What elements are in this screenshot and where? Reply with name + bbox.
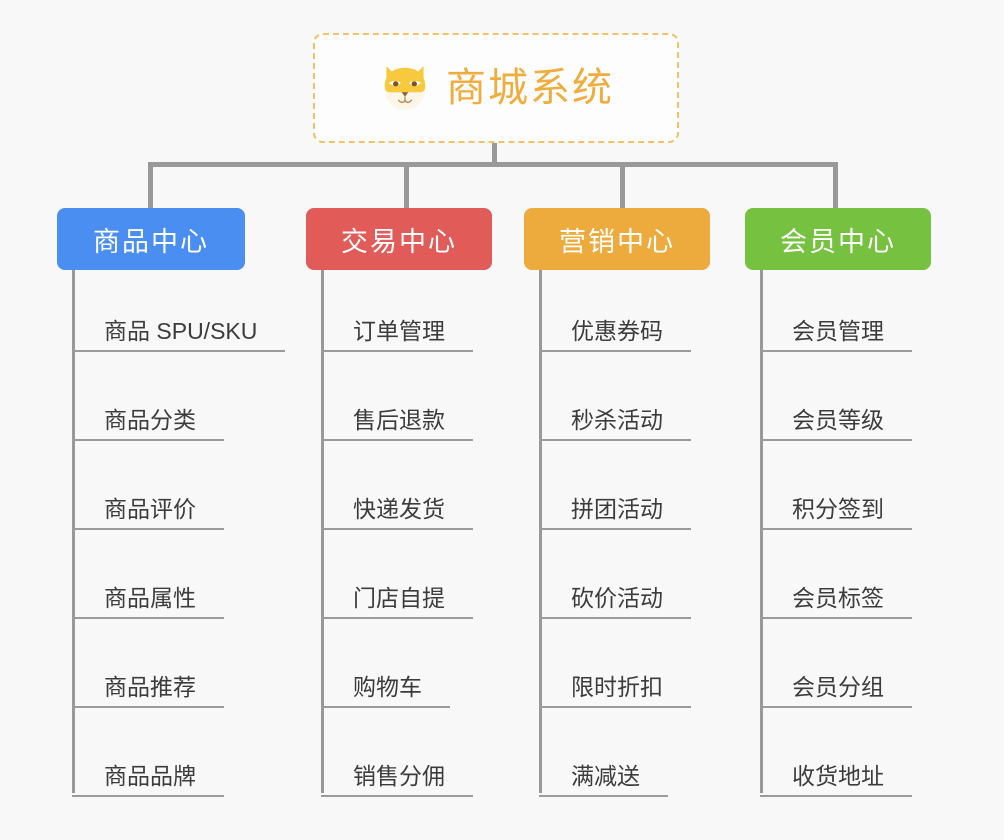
- branch-spine: [539, 270, 542, 793]
- branch-product-center: 商品中心 商品 SPU/SKU 商品分类 商品评价 商品属性 商品推荐 商品品牌: [57, 208, 357, 804]
- branch-child-label: 收货地址: [760, 764, 912, 797]
- branch-child[interactable]: 商品 SPU/SKU: [72, 270, 357, 359]
- root-node[interactable]: 商城系统: [313, 33, 679, 143]
- branch-child[interactable]: 满减送: [539, 715, 784, 804]
- branch-child-label: 商品 SPU/SKU: [72, 319, 286, 352]
- branch-child-label: 商品推荐: [72, 675, 224, 708]
- branch-header-trade-center[interactable]: 交易中心: [306, 208, 492, 270]
- branch-child[interactable]: 商品属性: [72, 537, 357, 626]
- branch-header-label: 商品中心: [93, 226, 209, 257]
- branch-body-product-center: 商品 SPU/SKU 商品分类 商品评价 商品属性 商品推荐 商品品牌: [72, 270, 357, 804]
- connector-drop-3: [620, 162, 625, 208]
- branch-child[interactable]: 限时折扣: [539, 626, 784, 715]
- branch-body-trade-center: 订单管理 售后退款 快递发货 门店自提 购物车 销售分佣: [321, 270, 566, 804]
- branch-spine: [760, 270, 763, 793]
- branch-child-label: 订单管理: [321, 319, 473, 352]
- branch-child-label: 销售分佣: [321, 764, 473, 797]
- branch-child-label: 拼团活动: [539, 497, 691, 530]
- branch-child[interactable]: 积分签到: [760, 448, 1004, 537]
- branch-body-member-center: 会员管理 会员等级 积分签到 会员标签 会员分组 收货地址: [760, 270, 1004, 804]
- connector-drop-2: [404, 162, 409, 208]
- branch-trade-center: 交易中心 订单管理 售后退款 快递发货 门店自提 购物车 销售分佣: [306, 208, 566, 804]
- branch-child[interactable]: 砍价活动: [539, 537, 784, 626]
- branch-child[interactable]: 收货地址: [760, 715, 1004, 804]
- branch-spine: [72, 270, 75, 793]
- branch-child-label: 秒杀活动: [539, 408, 691, 441]
- branch-child-label: 积分签到: [760, 497, 912, 530]
- branch-child[interactable]: 商品分类: [72, 359, 357, 448]
- branch-child-label: 商品品牌: [72, 764, 224, 797]
- connector-horizontal-bus: [148, 162, 836, 167]
- branch-child-label: 砍价活动: [539, 586, 691, 619]
- branch-child[interactable]: 购物车: [321, 626, 566, 715]
- branch-child-label: 会员等级: [760, 408, 912, 441]
- branch-child[interactable]: 会员等级: [760, 359, 1004, 448]
- branch-child-label: 门店自提: [321, 586, 473, 619]
- connector-drop-4: [833, 162, 838, 208]
- branch-header-marketing-center[interactable]: 营销中心: [524, 208, 710, 270]
- shiba-dog-face-icon: [384, 66, 426, 110]
- branch-child-label: 购物车: [321, 675, 450, 708]
- branch-child[interactable]: 会员管理: [760, 270, 1004, 359]
- branch-child-label: 快递发货: [321, 497, 473, 530]
- branch-child[interactable]: 商品品牌: [72, 715, 357, 804]
- branch-body-marketing-center: 优惠券码 秒杀活动 拼团活动 砍价活动 限时折扣 满减送: [539, 270, 784, 804]
- branch-child[interactable]: 会员标签: [760, 537, 1004, 626]
- branch-child-label: 会员管理: [760, 319, 912, 352]
- branch-child[interactable]: 快递发货: [321, 448, 566, 537]
- branch-child-label: 优惠券码: [539, 319, 691, 352]
- branch-child[interactable]: 商品推荐: [72, 626, 357, 715]
- branch-child-label: 售后退款: [321, 408, 473, 441]
- branch-header-label: 交易中心: [341, 226, 457, 257]
- branch-header-label: 营销中心: [559, 226, 675, 257]
- branch-header-label: 会员中心: [780, 226, 896, 257]
- branch-child[interactable]: 门店自提: [321, 537, 566, 626]
- branch-child[interactable]: 售后退款: [321, 359, 566, 448]
- root-title: 商城系统: [446, 66, 614, 110]
- branch-child[interactable]: 秒杀活动: [539, 359, 784, 448]
- connector-root-stem: [492, 143, 497, 164]
- branch-child[interactable]: 会员分组: [760, 626, 1004, 715]
- branch-marketing-center: 营销中心 优惠券码 秒杀活动 拼团活动 砍价活动 限时折扣 满减送: [524, 208, 784, 804]
- branch-child-label: 满减送: [539, 764, 668, 797]
- branch-child-label: 会员标签: [760, 586, 912, 619]
- branch-child[interactable]: 拼团活动: [539, 448, 784, 537]
- branch-child-label: 商品属性: [72, 586, 224, 619]
- branch-child[interactable]: 优惠券码: [539, 270, 784, 359]
- branch-header-member-center[interactable]: 会员中心: [745, 208, 931, 270]
- connector-drop-1: [148, 162, 153, 208]
- branch-child-label: 商品评价: [72, 497, 224, 530]
- branch-child-label: 商品分类: [72, 408, 224, 441]
- branch-child[interactable]: 订单管理: [321, 270, 566, 359]
- branch-header-product-center[interactable]: 商品中心: [57, 208, 245, 270]
- branch-member-center: 会员中心 会员管理 会员等级 积分签到 会员标签 会员分组 收货地址: [745, 208, 1004, 804]
- branch-child[interactable]: 商品评价: [72, 448, 357, 537]
- branch-spine: [321, 270, 324, 793]
- branch-child[interactable]: 销售分佣: [321, 715, 566, 804]
- branch-child-label: 会员分组: [760, 675, 912, 708]
- branch-child-label: 限时折扣: [539, 675, 691, 708]
